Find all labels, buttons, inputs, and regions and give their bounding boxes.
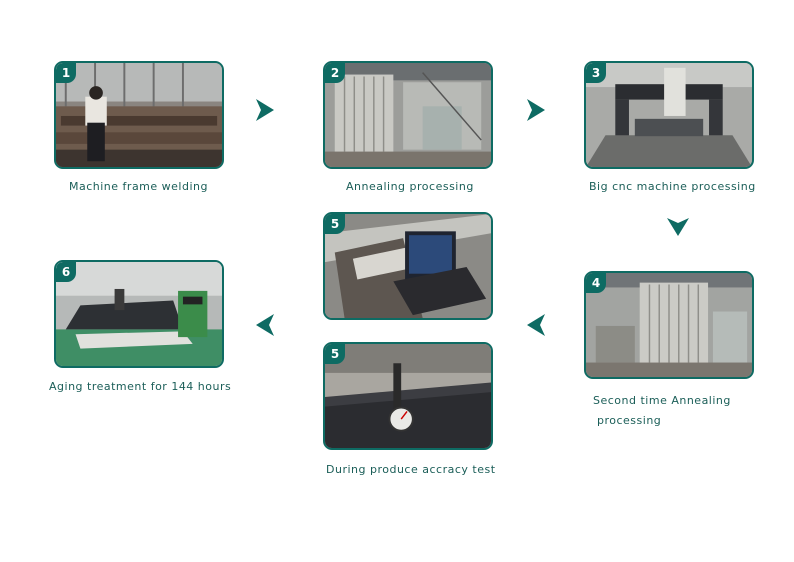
step-3-photo: 3 [584, 61, 754, 169]
step-1-photo: 1 [54, 61, 224, 169]
step-1-caption: Machine frame welding [69, 177, 208, 197]
step-4-photo: 4 [584, 271, 754, 379]
step-4-caption-line1: Second time Annealing [593, 391, 731, 411]
laser-machine-photo [56, 262, 222, 366]
step-5b-caption: During produce accracy test [326, 460, 496, 480]
arrow-right-icon [256, 99, 274, 121]
step-3-badge: 3 [586, 63, 606, 83]
step-5b-badge: 5 [325, 344, 345, 364]
step-4-badge: 4 [586, 273, 606, 293]
step-2-badge: 2 [325, 63, 345, 83]
arrow-left-icon [256, 314, 274, 336]
arrow-left-icon [527, 314, 545, 336]
step-6-caption: Aging treatment for 144 hours [49, 377, 231, 397]
step-6-photo: 6 [54, 260, 224, 368]
step-3-caption: Big cnc machine processing [589, 177, 756, 197]
step-1-badge: 1 [56, 63, 76, 83]
second-annealing-photo [586, 273, 752, 377]
welding-photo [56, 63, 222, 167]
laptop-test-photo [325, 214, 491, 318]
step-5a-badge: 5 [325, 214, 345, 234]
step-2-photo: 2 [323, 61, 493, 169]
arrow-down-icon [667, 218, 689, 236]
step-5a-photo: 5 [323, 212, 493, 320]
step-6-badge: 6 [56, 262, 76, 282]
step-2-caption: Annealing processing [346, 177, 474, 197]
accuracy-test-photo [325, 344, 491, 448]
annealing-furnace-photo [325, 63, 491, 167]
cnc-machine-photo [586, 63, 752, 167]
step-4-caption-line2: processing [597, 411, 661, 431]
arrow-right-icon [527, 99, 545, 121]
step-5b-photo: 5 [323, 342, 493, 450]
